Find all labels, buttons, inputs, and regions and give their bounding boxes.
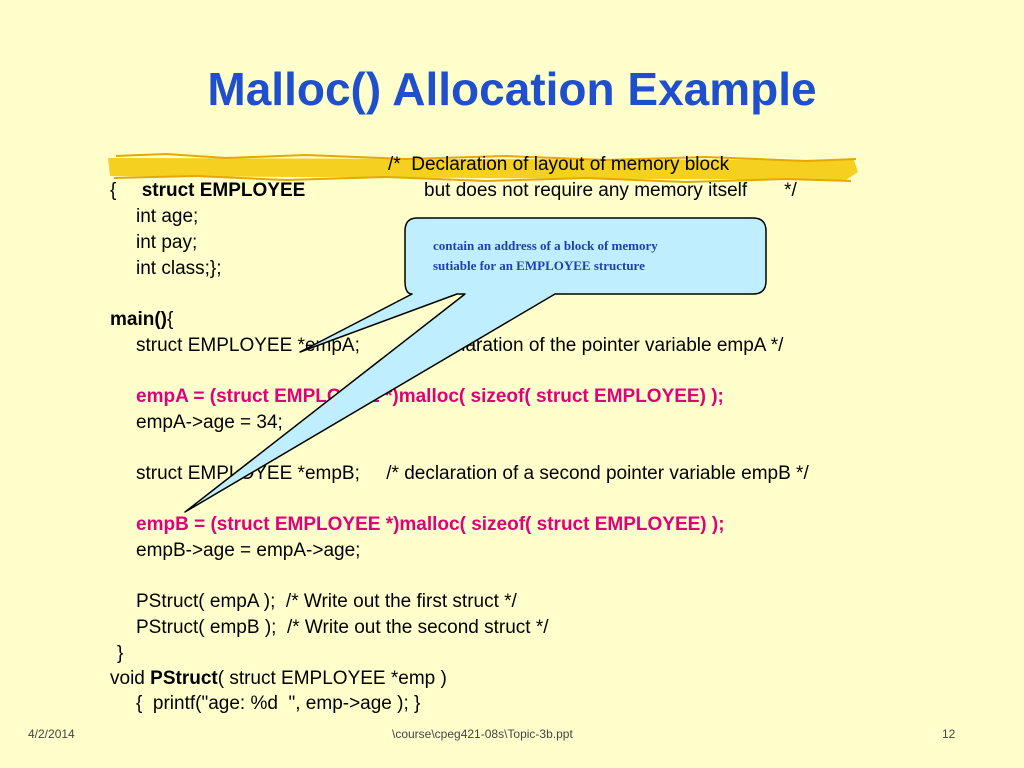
callout-line-2: sutiable for an EMPLOYEE structure bbox=[433, 258, 645, 273]
code-line-3: int age; bbox=[136, 206, 199, 227]
code-line-5: int class;}; bbox=[136, 258, 222, 279]
code-line-malloc-empB: empB = (struct EMPLOYEE *)malloc( sizeof… bbox=[136, 514, 725, 535]
code-line-16: void PStruct( struct EMPLOYEE *emp ) bbox=[110, 666, 447, 692]
main-brace: { bbox=[167, 309, 174, 330]
code-line-4: int pay; bbox=[136, 232, 198, 253]
highlighter-stroke bbox=[108, 152, 858, 184]
code-line-15: } bbox=[117, 643, 124, 664]
code-line-17: { printf("age: %d ", emp->age ); } bbox=[136, 693, 421, 714]
code-line-14: PStruct( empB ); /* Write out the second… bbox=[136, 617, 549, 638]
code-line-1: struct EMPLOYEE bbox=[110, 152, 306, 230]
main-keyword: main() bbox=[110, 309, 167, 330]
code-line-9: empA->age = 34; bbox=[136, 412, 283, 433]
struct-declaration: struct EMPLOYEE bbox=[141, 180, 306, 201]
code-line-main: main(){ bbox=[110, 307, 173, 333]
void-keyword: void bbox=[110, 668, 151, 689]
footer-path: \course\cpeg421-08s\Topic-3b.ppt bbox=[392, 727, 573, 741]
footer-page-number: 12 bbox=[942, 727, 956, 741]
code-line-10: struct EMPLOYEE *empB; /* declaration of… bbox=[136, 463, 809, 484]
pstruct-params: ( struct EMPLOYEE *emp ) bbox=[217, 668, 447, 689]
code-line-12: empB->age = empA->age; bbox=[136, 540, 361, 561]
code-line-7: struct EMPLOYEE *empA; /* declaration of… bbox=[136, 335, 784, 356]
callout-text: contain an address of a block of memory … bbox=[433, 236, 753, 276]
slide-title: Malloc() Allocation Example bbox=[207, 63, 817, 115]
code-comment-2: but does not require any memory itself *… bbox=[424, 180, 797, 201]
code-line-2-brace: { bbox=[110, 180, 117, 201]
code-comment-1: /* Declaration of layout of memory block bbox=[388, 154, 730, 175]
code-line-13: PStruct( empA ); /* Write out the first … bbox=[136, 591, 517, 612]
callout-line-1: contain an address of a block of memory bbox=[433, 238, 658, 253]
pstruct-name: PStruct bbox=[150, 668, 218, 689]
footer-date: 4/2/2014 bbox=[28, 727, 75, 741]
